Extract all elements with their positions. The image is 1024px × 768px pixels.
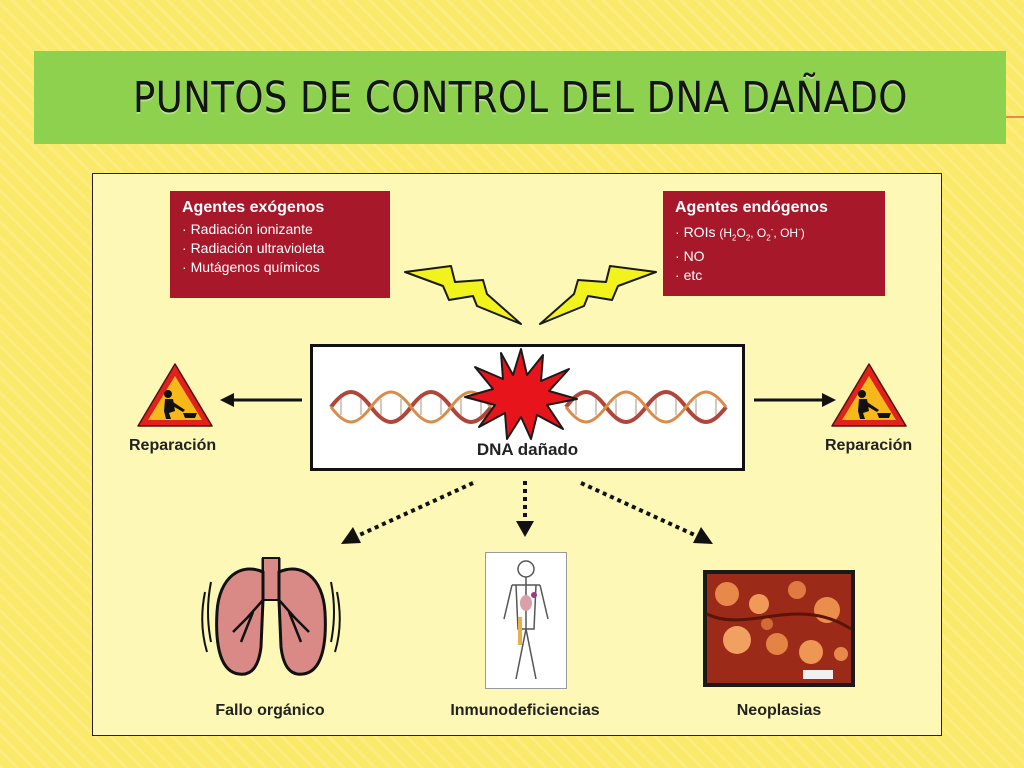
slide-title-bar: PUNTOS DE CONTROL DEL DNA DAÑADO [34,51,1006,144]
title-accent-line [1006,116,1024,118]
arrow-to-repair-left [220,393,302,407]
exogenous-agents-title: Agentes exógenos [182,199,325,216]
outcome-immunodeficiency-label: Inmunodeficiencias [450,702,600,719]
exogenous-agent-item: Radiación ultravioleta [182,239,380,258]
human-body-icon [503,560,549,680]
dna-helix-icon [329,390,728,424]
lungs-icon [201,557,341,676]
lightning-bolt-icon [539,265,657,325]
lightning-bolt-icon [404,265,522,325]
exogenous-agents-box: Agentes exógenos Radiación ionizante Rad… [170,191,390,298]
endogenous-agent-item: NO [675,247,875,266]
diagram-panel: Agentes exógenos Radiación ionizante Rad… [92,173,942,736]
endogenous-agent-item: etc [675,266,875,285]
outcome-organ-failure-label: Fallo orgánico [215,702,325,719]
arrow-to-immunodeficiency [516,481,534,537]
endogenous-agents-title: Agentes endógenos [675,199,828,216]
slide-title: PUNTOS DE CONTROL DEL DNA DAÑADO [132,72,908,123]
roi-formula: (H2O2, O2-, OH-) [719,225,805,243]
outcome-neoplasia-label: Neoplasias [736,702,822,719]
tumor-tissue-image [703,570,855,687]
damaged-dna-box: DNA dañado [310,344,745,471]
arrow-to-repair-right [754,393,836,407]
endogenous-agents-box: Agentes endógenos ROIs (H2O2, O2-, OH-) … [663,191,885,296]
exogenous-agent-item: Mutágenos químicos [182,258,380,277]
road-work-warning-icon [831,363,907,427]
repair-left-label: Reparación [129,437,217,454]
roi-label: ROIs [683,224,716,240]
damaged-dna-label: DNA dañado [476,440,579,459]
repair-right-label: Reparación [825,437,913,454]
tumor-tissue-icon [706,574,852,683]
human-body-image [485,552,567,689]
endogenous-agent-item: ROIs (H2O2, O2-, OH-) [675,220,875,247]
arrow-to-organ-failure [341,481,474,544]
exogenous-agent-item: Radiación ionizante [182,220,380,239]
arrow-to-neoplasia [580,481,713,544]
damage-burst-icon [464,348,578,440]
road-work-warning-icon [137,363,213,427]
